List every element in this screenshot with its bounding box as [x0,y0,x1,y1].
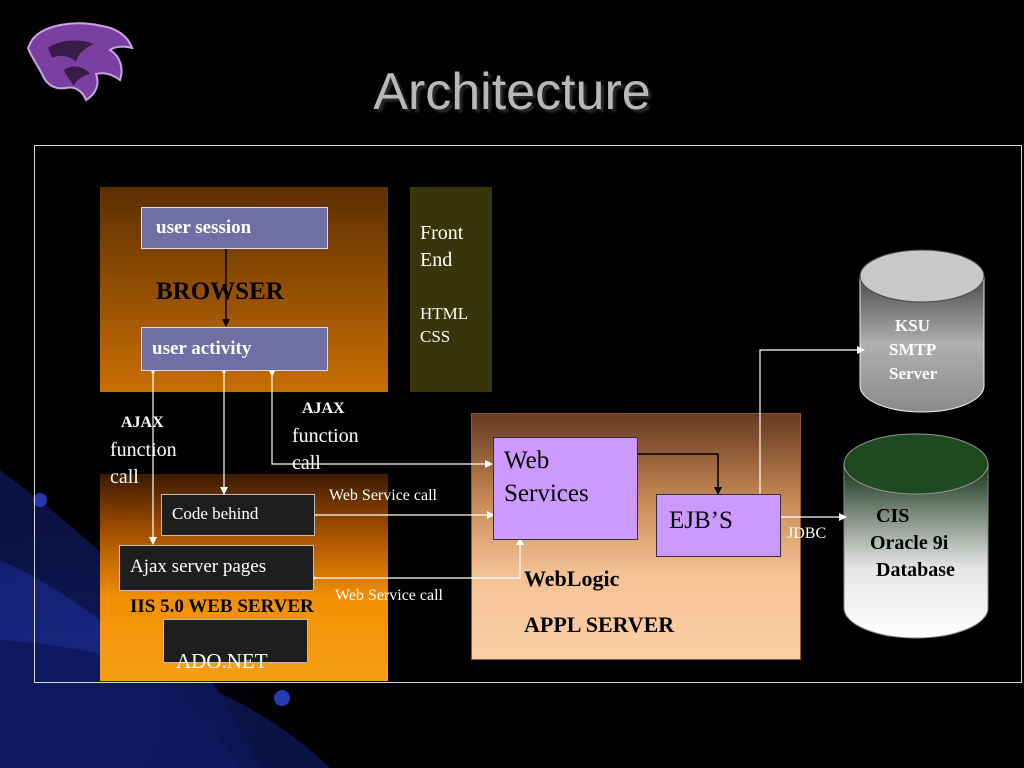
diagram-frame [34,145,1022,683]
ajax-left-line-2: function [110,439,177,461]
smtp-line-3: Server [889,364,938,383]
ajax-mid-line-1: AJAX [302,400,345,417]
web-service-call-upper-label: Web Service call [329,487,437,504]
jdbc-label: JDBC [787,525,827,542]
cis-line-3: Database [876,559,955,581]
wildcat-logo-icon [26,22,134,102]
ajax-left-line-1: AJAX [121,414,164,431]
front-end-line-3: HTML [420,304,469,323]
smtp-line-2: SMTP [889,340,937,359]
ado-net-box [163,619,308,663]
cis-database-cylinder [843,433,989,639]
smtp-server-cylinder [859,249,985,413]
ejbs-box: EJB’S [656,494,781,557]
ajax-mid-line-3: call [292,452,321,474]
ejbs-label: EJB’S [669,507,733,534]
ejb-smtp-arrow [759,346,865,494]
appl-server-label: APPL SERVER [524,612,675,637]
ado-net-label: ADO.NET [176,649,268,673]
front-end-line-4: CSS [420,327,451,346]
ajax-server-pages-box: Ajax server pages [119,545,314,591]
ajaxpages-webservice-arrow [309,537,524,582]
browser-label: BROWSER [156,278,284,305]
front-end-line-1: Front [420,222,464,244]
web-services-line-1: Web [504,447,550,474]
user-session-label: user session [156,217,252,238]
weblogic-label: WebLogic [524,566,620,591]
ajax-left-line-3: call [110,466,139,488]
front-end-region [410,187,492,392]
web-services-line-2: Services [504,480,589,507]
webservice-ejb-arrow [630,450,722,495]
ajax-server-pages-label: Ajax server pages [130,556,267,577]
smtp-line-1: KSU [895,316,930,335]
code-behind-label: Code behind [172,504,259,523]
front-end-line-2: End [420,249,453,271]
cis-line-1: CIS [876,505,910,527]
ajax-mid-line-2: function [292,425,359,447]
cis-line-2: Oracle 9i [870,532,949,554]
code-behind-box: Code behind [161,494,315,536]
iis-web-server-label: IIS 5.0 WEB SERVER [130,596,314,617]
user-session-box: user session [141,207,328,249]
user-activity-label: user activity [152,338,252,359]
web-services-box: Web Services [493,437,638,540]
ajax-mid-arrow [268,369,493,468]
web-service-call-lower-label: Web Service call [335,587,443,604]
slide-title: Architecture [373,63,651,121]
user-activity-box: user activity [141,327,328,371]
